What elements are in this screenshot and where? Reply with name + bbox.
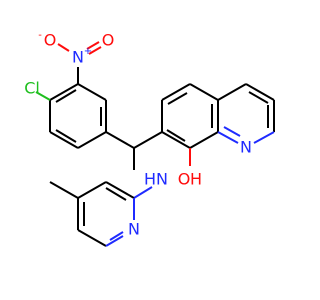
- molecule-canvas: Cl N + O - O: [24, 30, 275, 247]
- nitro-nitrogen-atom: N: [72, 48, 84, 67]
- c-cl-bond: [35, 91, 51, 101]
- amine-hydrogen-atom: H: [144, 170, 156, 189]
- hydroxyl-hydrogen-atom: H: [190, 170, 202, 189]
- quinoline-nitrogen-atom: N: [240, 138, 252, 157]
- nitro-nitrogen-charge: +: [84, 46, 92, 57]
- chlorophenyl-ring: [49, 83, 107, 149]
- ch-quinoline-bond: [133, 131, 163, 149]
- aryl-ch-bond: [105, 131, 135, 149]
- amine-pyridine-bond: [133, 186, 153, 199]
- nitro-oxygen-right-atom: O: [102, 31, 115, 50]
- hydroxyl-oxygen-atom: O: [178, 170, 191, 189]
- chlorine-atom: Cl: [24, 79, 40, 98]
- amine-nitrogen-atom: N: [156, 170, 168, 189]
- quinoline-ring-system: [161, 83, 275, 149]
- pyridine-nitrogen-atom: N: [128, 220, 140, 239]
- nitro-oxygen-left-atom: O: [44, 31, 57, 50]
- chemical-structure-diagram: Cl N + O - O: [24, 30, 275, 247]
- nitro-oxygen-left-charge: -: [38, 30, 42, 41]
- methylpyridine-ring: [49, 181, 135, 247]
